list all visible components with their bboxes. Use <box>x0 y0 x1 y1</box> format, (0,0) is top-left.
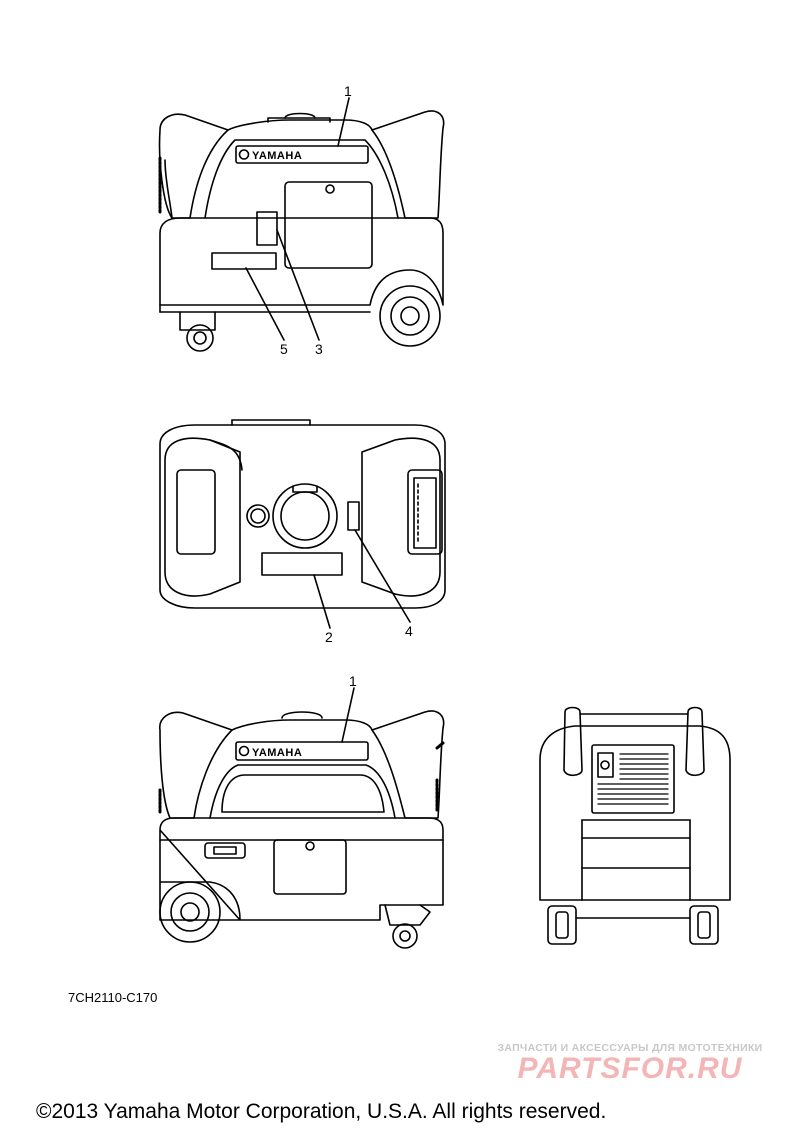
generator-top-view: 2 4 <box>159 419 446 645</box>
generator-right-side-view: YAMAHA 1 <box>158 673 445 949</box>
callout-4: 4 <box>405 623 413 639</box>
brand-yamaha-2: YAMAHA <box>252 747 302 759</box>
generator-rear-view <box>539 706 731 945</box>
callout-3: 3 <box>315 341 323 357</box>
watermark-tagline: ЗАПЧАСТИ И АКСЕССУАРЫ ДЛЯ МОТОТЕХНИКИ <box>497 1042 763 1054</box>
callout-5: 5 <box>280 341 288 357</box>
copyright-notice: ©2013 Yamaha Motor Corporation, U.S.A. A… <box>36 1100 607 1123</box>
generator-left-side-view: YAMAHA 1 5 3 <box>158 83 445 357</box>
callout-2: 2 <box>325 629 333 645</box>
watermark: ЗАПЧАСТИ И АКСЕССУАРЫ ДЛЯ МОТОТЕХНИКИ PA… <box>470 1042 790 1086</box>
brand-yamaha: YAMAHA <box>252 150 302 162</box>
callout-1: 1 <box>344 83 352 99</box>
callout-1b: 1 <box>349 673 357 689</box>
watermark-logo: PARTSFOR.RU <box>517 1052 743 1085</box>
part-code: 7CH2110-C170 <box>68 990 158 1005</box>
